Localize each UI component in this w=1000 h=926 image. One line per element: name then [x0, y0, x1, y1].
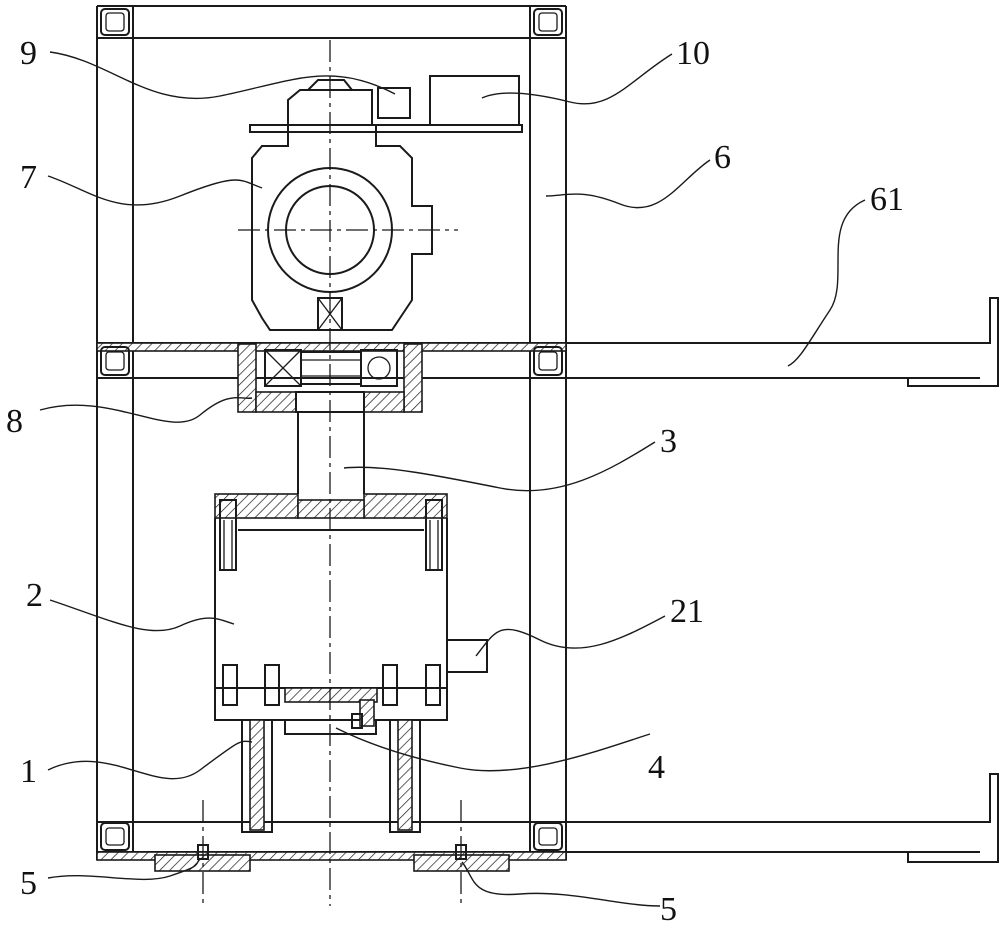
sensor-21 [446, 639, 488, 673]
rail-upper [566, 297, 999, 387]
label-10: 10 [676, 35, 710, 72]
label-3: 3 [660, 423, 677, 460]
label-8: 8 [6, 403, 23, 440]
label-4: 4 [648, 749, 665, 786]
label-61: 61 [870, 181, 904, 218]
rotary-housing [214, 493, 448, 729]
label-6: 6 [714, 139, 731, 176]
shaft [297, 412, 365, 494]
gear-motor [238, 79, 458, 331]
label-7: 7 [20, 159, 37, 196]
leader-lines [39, 51, 866, 907]
label-1: 1 [20, 753, 37, 790]
rail-lower [566, 773, 999, 863]
label-2: 2 [26, 577, 43, 614]
label-9: 9 [20, 35, 37, 72]
support-legs [241, 719, 421, 833]
frame [96, 5, 567, 861]
mounting-plate [249, 75, 523, 133]
label-5-left: 5 [20, 865, 37, 902]
label-21: 21 [670, 593, 704, 630]
label-5-right: 5 [660, 891, 677, 926]
